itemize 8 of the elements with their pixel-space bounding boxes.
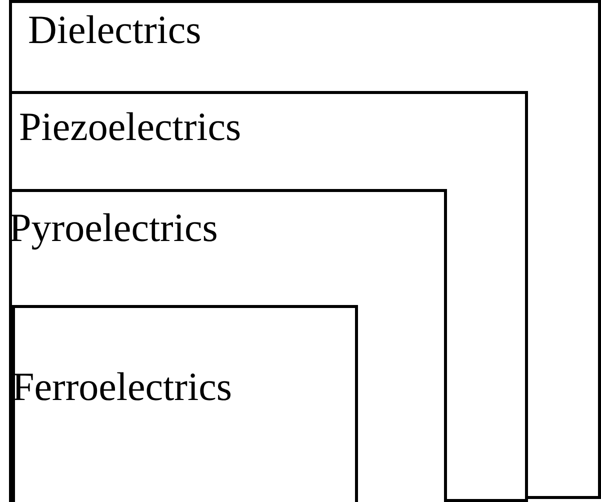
category-frame [9,91,528,502]
category-frame [12,305,358,502]
category-frame [9,0,601,499]
category-label: Ferroelectrics [12,364,232,410]
category-label: Pyroelectrics [9,205,218,251]
category-label: Piezoelectrics [19,104,242,150]
category-label: Dielectrics [28,7,202,53]
category-frame [9,189,447,502]
